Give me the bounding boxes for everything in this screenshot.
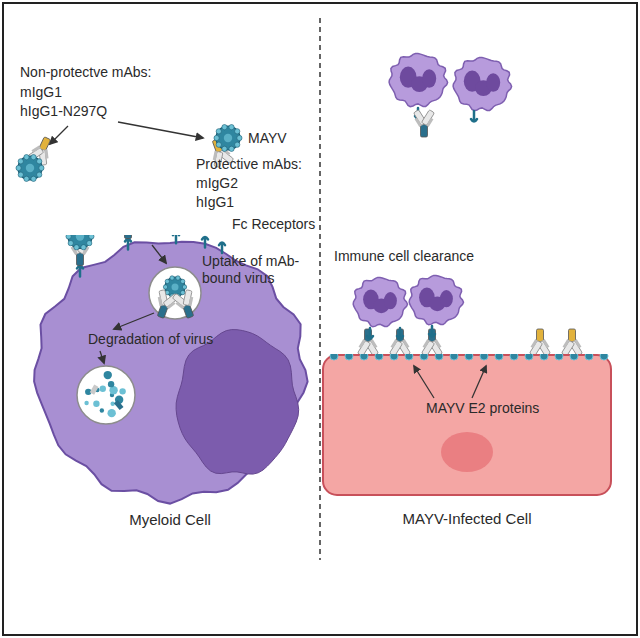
e2-protein [495, 354, 503, 360]
e2-protein [525, 354, 533, 360]
fc-receptor [125, 239, 131, 250]
fc-receptor [471, 111, 477, 122]
fc-receptor [367, 328, 373, 339]
antibody [171, 288, 200, 321]
cell-title: Myeloid Cell [30, 511, 310, 528]
fc-receptor [77, 266, 83, 277]
label: Protective mAbs: [196, 156, 302, 173]
antibody [390, 329, 411, 356]
label: Immune cell clearance [334, 248, 474, 265]
myeloid-cell: Uptake of mAb-bound virusDegradation of … [30, 235, 310, 535]
label: mIgG2 [196, 175, 238, 192]
frame [3, 3, 637, 635]
label: hIgG1 [196, 194, 234, 211]
e2-protein [465, 354, 473, 360]
e2-protein [480, 354, 488, 360]
arrow [414, 366, 434, 398]
antibody [414, 110, 435, 137]
e2-protein [330, 354, 338, 360]
immune-cell [409, 275, 463, 324]
antibody [562, 329, 583, 356]
fc-receptor [397, 328, 403, 339]
arrow [152, 245, 166, 263]
fc-receptor [173, 235, 179, 243]
antibody [530, 329, 551, 356]
antibody [118, 235, 139, 239]
e2-protein [390, 354, 398, 360]
label: Non-protectve mAbs: [20, 64, 152, 81]
arrow [118, 122, 203, 138]
antibody [358, 329, 379, 356]
cell-note: MAYV E2 proteins [426, 400, 539, 417]
label: MAYV [248, 130, 287, 147]
virus [214, 125, 242, 152]
e2-protein [360, 354, 368, 360]
e2-protein [345, 354, 353, 360]
e2-protein [435, 354, 443, 360]
e2-protein [585, 354, 593, 360]
immune-cell [353, 277, 407, 326]
infected-cell: MAYV E2 proteinsMAYV-Infected Cell [322, 354, 612, 536]
e2-protein [540, 354, 548, 360]
fc-receptor [219, 243, 225, 254]
arrow [100, 351, 104, 363]
e2-protein [420, 354, 428, 360]
cell-outline [322, 354, 612, 536]
vesicle [77, 366, 135, 424]
fc-receptor [429, 326, 435, 337]
fc-receptor [202, 237, 208, 248]
label: mIgG1 [20, 84, 62, 101]
e2-protein [600, 354, 608, 360]
e2-protein [570, 354, 578, 360]
cell-note: Uptake of mAb-bound virus [202, 253, 302, 287]
immune-cell [389, 54, 448, 107]
label: hIgG1-N297Q [20, 103, 107, 120]
cell-note: Degradation of virus [88, 331, 213, 348]
e2-protein [555, 354, 563, 360]
divider [319, 18, 321, 560]
e2-protein [510, 354, 518, 360]
immune-cell [453, 58, 512, 111]
arrow [114, 313, 154, 329]
e2-protein [450, 354, 458, 360]
virus [16, 155, 44, 182]
virus [66, 235, 94, 250]
vesicle [149, 267, 201, 319]
label: Fc Receptors [232, 216, 315, 233]
arrow [50, 126, 68, 144]
antibody [151, 288, 180, 321]
cell-title: MAYV-Infected Cell [322, 510, 612, 527]
arrow [472, 366, 486, 398]
e2-protein [375, 354, 383, 360]
e2-protein [405, 354, 413, 360]
